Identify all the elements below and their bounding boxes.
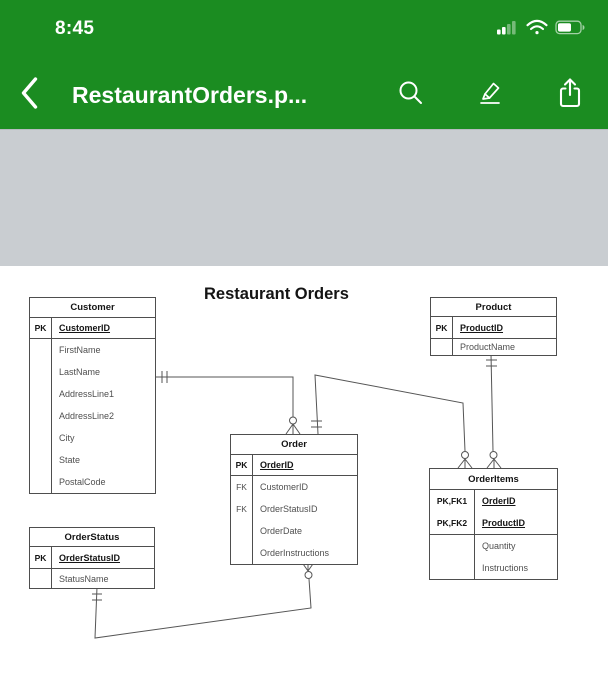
table-row: AddressLine1 <box>59 389 115 399</box>
diagram-title: Restaurant Orders <box>204 285 349 303</box>
entity-orderitems: OrderItems PK,FK1 OrderID PK,FK2 Product… <box>429 468 558 580</box>
search-button[interactable] <box>394 79 426 111</box>
page-gap <box>0 129 608 266</box>
table-row: PK,FK2 ProductID <box>436 518 526 528</box>
table-row: OrderInstructions <box>260 548 330 558</box>
status-bar: 8:45 <box>0 12 608 46</box>
document-title: RestaurantOrders.p... <box>72 81 308 108</box>
share-icon <box>555 77 585 114</box>
back-chevron-icon <box>20 76 39 115</box>
cellular-signal-icon <box>497 20 519 40</box>
table-row: PK CustomerID <box>34 323 111 333</box>
zero-circle-order-top <box>289 416 297 425</box>
rel-customer-order <box>156 376 294 417</box>
key-column-divider <box>474 489 475 579</box>
wifi-icon <box>526 19 548 40</box>
rel-order-orderitems <box>314 374 466 452</box>
table-row: PK,FK1 OrderID <box>436 496 516 506</box>
table-row: State <box>59 455 81 465</box>
table-row: FirstName <box>59 345 101 355</box>
entity-title: Product <box>431 298 556 317</box>
entity-customer: Customer PK CustomerID FirstName LastNam… <box>29 297 156 494</box>
marker-pen-icon <box>475 78 505 113</box>
zero-circle-orderitems-left <box>461 451 469 459</box>
one-tick-customer <box>161 371 168 383</box>
search-icon <box>396 78 425 112</box>
share-button[interactable] <box>554 77 586 114</box>
key-column-divider <box>252 454 253 564</box>
key-column-divider <box>51 317 52 493</box>
rel-orderstatus-order <box>94 578 312 639</box>
table-row: PostalCode <box>59 477 106 487</box>
one-tick-product <box>486 359 497 367</box>
entity-orderstatus: OrderStatus PK OrderStatusID StatusName <box>29 527 155 589</box>
battery-icon <box>555 20 586 40</box>
table-row: PK OrderStatusID <box>34 552 121 563</box>
table-row: PK ProductID <box>435 322 504 333</box>
table-row: Quantity <box>482 541 516 551</box>
entity-title: Order <box>231 435 357 455</box>
table-row: City <box>59 433 75 443</box>
nav-actions <box>394 66 586 124</box>
crowfoot-orderitems-left <box>457 458 473 469</box>
entity-title: OrderItems <box>430 469 557 490</box>
crowfoot-order-top <box>285 423 301 435</box>
table-row: PK OrderID <box>235 460 294 470</box>
table-row: Instructions <box>482 563 529 573</box>
one-tick-orderstatus <box>92 593 102 601</box>
table-row: StatusName <box>59 573 109 584</box>
key-column-divider <box>452 316 453 355</box>
entity-product: Product PK ProductID ProductName <box>430 297 557 356</box>
status-time: 8:45 <box>55 18 95 39</box>
table-row: ProductName <box>460 342 516 352</box>
annotate-button[interactable] <box>474 79 506 111</box>
table-row: LastName <box>59 367 101 377</box>
one-tick-order <box>311 420 322 428</box>
rel-product-orderitems <box>490 353 494 452</box>
app-header: 8:45 <box>0 0 608 129</box>
zero-circle-order-bottom <box>304 571 313 579</box>
entity-title: Customer <box>30 298 155 318</box>
table-row: OrderDate <box>260 526 303 536</box>
status-icons <box>497 19 586 40</box>
key-column-divider <box>51 546 52 588</box>
entity-title: OrderStatus <box>30 528 154 547</box>
back-button[interactable] <box>16 76 42 114</box>
table-row: AddressLine2 <box>59 411 115 421</box>
nav-bar: RestaurantOrders.p... <box>0 66 608 124</box>
crowfoot-orderitems-right <box>486 458 502 469</box>
zero-circle-orderitems-right <box>489 451 498 459</box>
